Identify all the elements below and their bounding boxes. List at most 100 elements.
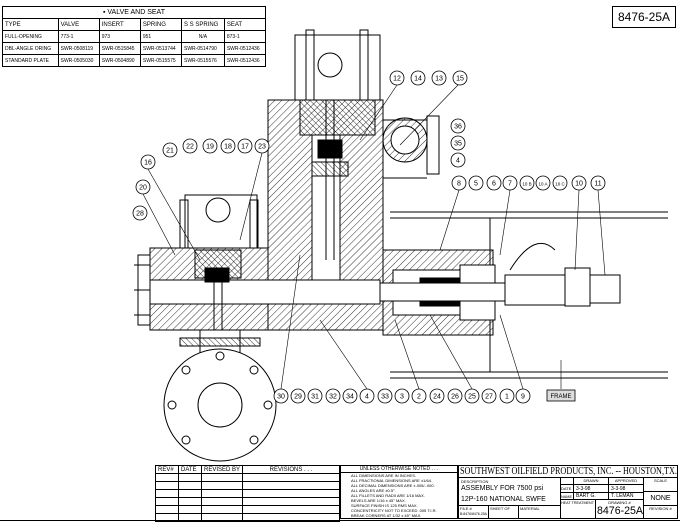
scale-value: NONE [644,492,677,506]
balloon-circle [464,388,480,404]
rev-header-date: DATE [178,465,202,474]
callout-balloon: 30 [273,388,289,404]
company-name: SOUTHWEST OILFIELD PRODUCTS, INC. -- HOU… [459,466,677,477]
callout-balloon: 16 [140,154,156,170]
balloon-label: 34 [346,394,354,401]
callout-balloon: 13 [431,70,447,86]
name-label: NAME [561,494,572,499]
revision-cell [200,497,244,506]
note-item: CONCENTRICITY NOT TO EXCEED .005 T.I.R. [351,508,457,513]
callout-balloon: 21 [162,142,178,158]
material-label: MATERIAL [520,506,540,511]
balloon-label: 10 B [522,182,531,187]
notes-heading: UNLESS OTHERWISE NOTED . . . [341,466,457,473]
note-text: CONCENTRICITY NOT TO EXCEED .005 T.I.R. [351,508,437,513]
scale-label: SCALE [653,478,668,483]
note-item: ALL DIMENSIONS ARE IN INCHES. [351,473,457,478]
callout-balloon: 17 [237,138,253,154]
frame-label-box [546,389,576,402]
revision-cell [155,481,179,490]
callout-balloon: 23 [254,138,270,154]
note-text: ALL ANGLES ARE ±0.5°. [351,488,396,493]
balloon-circle [450,152,466,168]
table-cell: SWR-0512436 [223,54,267,67]
callout-balloon: 10 A [535,175,551,191]
note-item: ALL FRACTIONAL DIMENSIONS ARE ±1/64. [351,478,457,483]
date-label: DATE [561,486,572,491]
leader-lines [142,84,606,390]
balloon-label: 17 [241,144,249,151]
callout-balloon: 1 [499,388,515,404]
revision-cell [242,473,340,482]
callout-balloon: 28 [132,205,148,221]
rev-header-revisions: REVISIONS . . . [242,465,340,474]
revision-cell [200,505,244,514]
revision-row [155,505,340,514]
balloon-circle [590,175,606,191]
balloon-circle [502,175,518,191]
balloon-label: 2 [417,394,421,401]
balloon-circle [411,388,427,404]
balloon-label: 24 [433,394,441,401]
callout-balloon: 2 [411,388,427,404]
table-cell: SWR-0504890 [98,54,141,67]
callout-balloon: 12 [389,70,405,86]
callout-balloon: 36 [450,118,466,134]
top-valve-cover [294,34,381,101]
balloon-circle [452,70,468,86]
callout-balloon: 4 [450,152,466,168]
approved-label: APPROVED [614,478,638,483]
balloon-label: 12 [393,76,401,83]
callout-balloon: 18 [220,138,236,154]
balloon-label: 16 [144,160,152,167]
note-text: SURFACE FINISH IS 125 RMS MAX. [351,503,418,508]
description-label: DESCRIPTION [461,479,489,484]
balloon-label: 19 [206,144,214,151]
balloon-label: 35 [454,141,462,148]
revisions-table: REV# DATE REVISED BY REVISIONS . . . [155,465,340,522]
balloon-circle [515,388,531,404]
balloon-label: 5 [474,181,478,188]
revision-cell [155,473,179,482]
balloon-label: 30 [277,394,285,401]
callout-balloon: 27 [481,388,497,404]
note-item: ALL ANGLES ARE ±0.5°. [351,488,457,493]
revision-cell [178,473,202,482]
file-label: FILE # [460,506,472,511]
balloon-label: 3 [400,394,404,401]
balloon-label: 22 [186,144,194,151]
description-line-1: ASSEMBLY FOR 7500 psi [461,485,544,492]
callout-balloon: 6 [486,175,502,191]
balloon-label: 13 [435,76,443,83]
balloon-circle [182,138,198,154]
balloon-circle [447,388,463,404]
callout-balloon: 8 [451,175,467,191]
balloon-circle [535,175,551,191]
balloon-circle [552,175,568,191]
note-text: ALL FRACTIONAL DIMENSIONS ARE ±1/64. [351,478,433,483]
balloon-label: 14 [414,76,422,83]
balloon-circle [450,118,466,134]
company-box: SOUTHWEST OILFIELD PRODUCTS, INC. -- HOU… [459,466,677,478]
balloon-label: 4 [456,158,460,165]
revision-cell [242,513,340,522]
callout-balloon: 10 [571,175,587,191]
callout-balloon: 10 B [519,175,535,191]
revision-cell [200,513,244,522]
revision-row [155,481,340,490]
heat-treatment-label: HEAT TREATMENT [561,500,595,505]
revision-label: REVISION # [649,506,672,511]
note-item: SURFACE FINISH IS 125 RMS MAX. [351,503,457,508]
revision-cell [155,497,179,506]
balloon-circle [410,70,426,86]
balloon-label: 4 [365,394,369,401]
rev-header-number: REV# [155,465,179,474]
balloon-circle [254,138,270,154]
revision-row [155,497,340,506]
title-block: SOUTHWEST OILFIELD PRODUCTS, INC. -- HOU… [458,465,678,519]
note-text: ALL DECIMAL DIMENSIONS ARE ±.005/-.000. [351,483,435,488]
balloon-circle [325,388,341,404]
note-item: BREAK CORNERS AT 1/32 x 45° MAX. [351,513,457,518]
revision-cell [178,481,202,490]
